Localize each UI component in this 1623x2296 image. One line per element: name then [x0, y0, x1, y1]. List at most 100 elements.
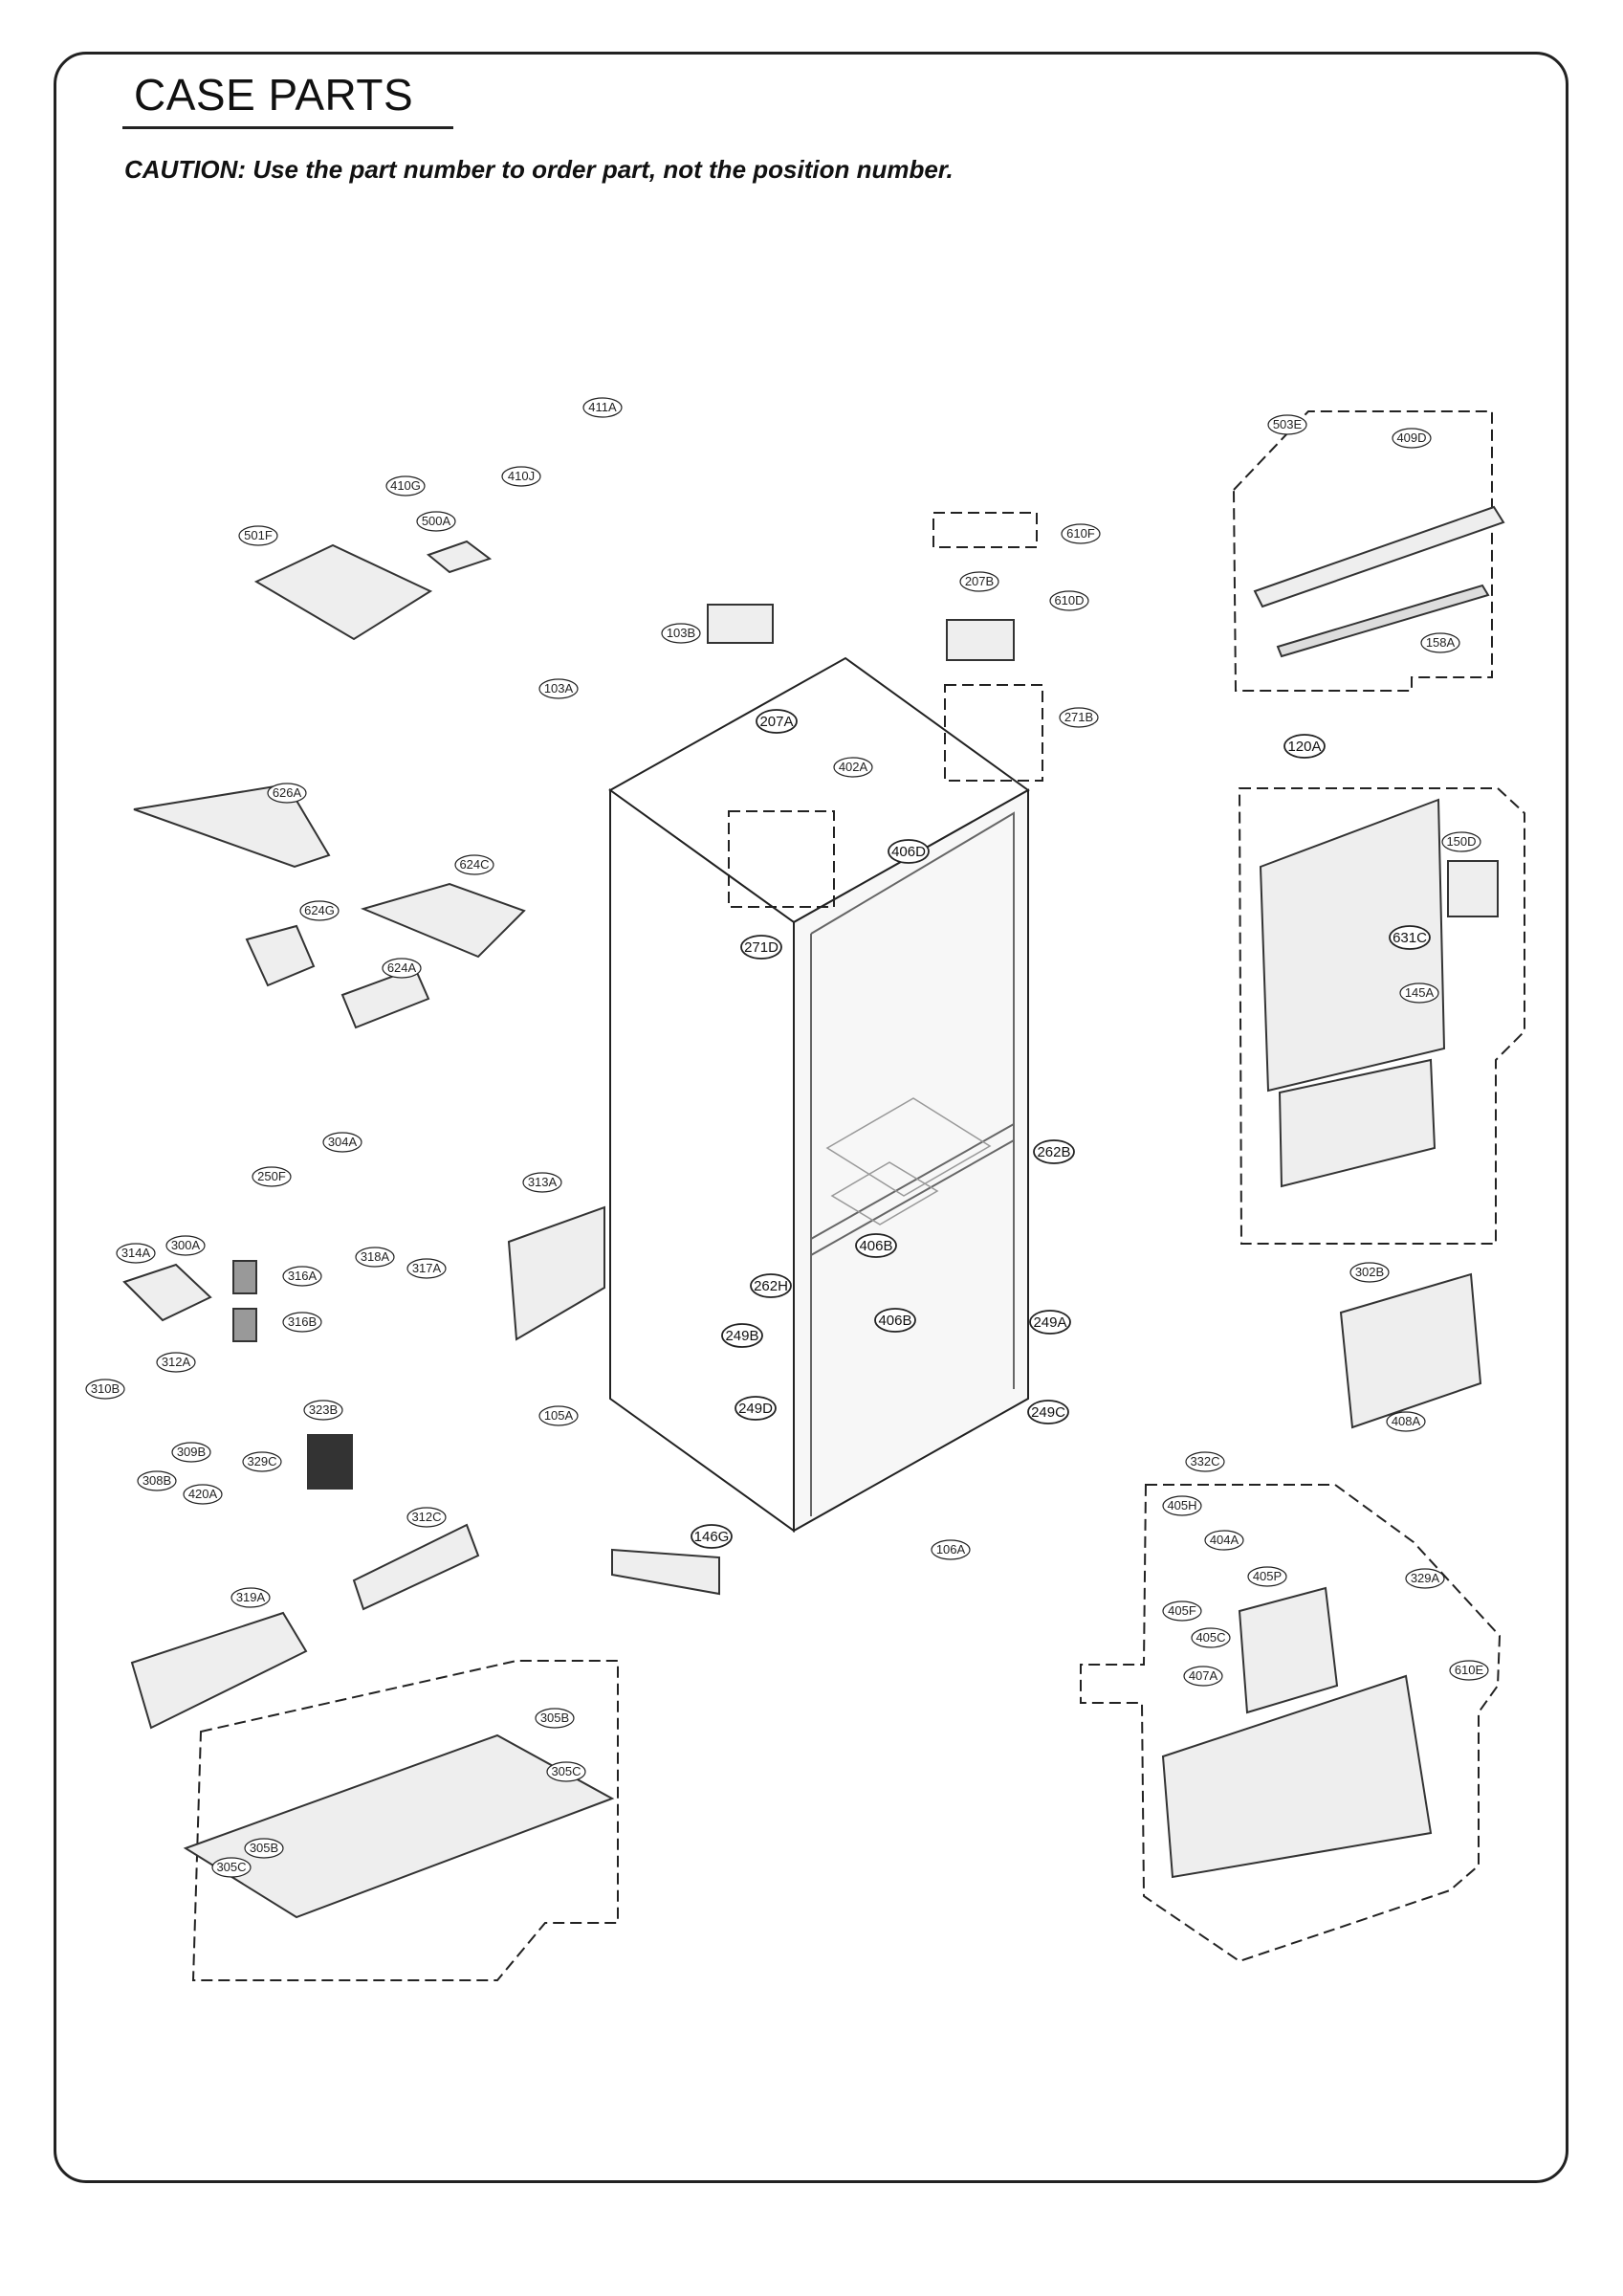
- callout-label: 305C: [551, 1764, 581, 1778]
- callout-bubble: [740, 935, 782, 960]
- callout-bubble: [538, 1405, 579, 1426]
- evap-cover-part: [1161, 1674, 1433, 1879]
- callout-bubble: [1061, 523, 1101, 544]
- cover-block-part: [707, 604, 774, 644]
- callout-305b-1: 305B: [535, 1708, 575, 1729]
- callout-label: 314A: [121, 1246, 151, 1260]
- callout-bubble: [721, 1323, 763, 1348]
- callout-305c-2: 305C: [211, 1857, 252, 1878]
- callout-bubble: [855, 1233, 897, 1258]
- callout-bubble: [1283, 734, 1326, 759]
- callout-305c-1: 305C: [546, 1761, 586, 1782]
- callout-bubble: [416, 511, 456, 532]
- callout-label: 150D: [1446, 834, 1476, 849]
- callout-305b-2: 305B: [244, 1838, 284, 1859]
- callout-410j: 410J: [501, 466, 541, 487]
- callout-label: 308B: [143, 1473, 171, 1488]
- callout-103a: 103A: [538, 678, 579, 699]
- callout-304a: 304A: [322, 1132, 362, 1153]
- callout-label: 404A: [1210, 1533, 1239, 1547]
- callout-label: 407A: [1189, 1668, 1218, 1683]
- callout-label: 249C: [1031, 1404, 1065, 1421]
- callout-label: 310B: [91, 1381, 120, 1396]
- callout-label: 312A: [162, 1355, 191, 1369]
- callout-bubble: [137, 1470, 177, 1491]
- callout-bubble: [171, 1442, 211, 1463]
- callout-label: 410J: [508, 469, 535, 483]
- callout-label: 300A: [171, 1238, 201, 1252]
- callout-bubble: [1386, 1411, 1426, 1432]
- callout-bubble: [756, 709, 798, 734]
- callout-249d: 249D: [735, 1396, 777, 1421]
- callout-312a: 312A: [156, 1352, 196, 1373]
- callout-label: 402A: [839, 760, 868, 774]
- callout-bubble: [1399, 982, 1439, 1004]
- callout-bubble: [931, 1539, 971, 1560]
- callout-label: 329C: [247, 1454, 276, 1468]
- callout-label: 405C: [1195, 1630, 1225, 1645]
- callout-bubble: [165, 1235, 206, 1256]
- callout-249b: 249B: [721, 1323, 763, 1348]
- callout-bubble: [1029, 1310, 1071, 1335]
- callout-407a: 407A: [1183, 1666, 1223, 1687]
- callout-610e: 610E: [1449, 1660, 1489, 1681]
- callout-bubble: [535, 1708, 575, 1729]
- callout-label: 250F: [257, 1169, 286, 1183]
- callout-label: 406D: [891, 844, 926, 860]
- callout-label: 305B: [540, 1711, 569, 1725]
- callout-label: 323B: [309, 1402, 338, 1417]
- callout-bubble: [1185, 1451, 1225, 1472]
- callout-bubble: [406, 1258, 447, 1279]
- label-plate-b: [232, 1308, 257, 1342]
- callout-label: 610D: [1054, 593, 1084, 607]
- callout-bubble: [454, 854, 494, 875]
- callout-label: 309B: [177, 1445, 206, 1459]
- callout-label: 120A: [1287, 739, 1321, 755]
- callout-label: 145A: [1405, 985, 1435, 1000]
- callout-406b-1: 406B: [855, 1233, 897, 1258]
- callout-bubble: [211, 1857, 252, 1878]
- callout-bubble: [1049, 590, 1089, 611]
- callout-label: 105A: [544, 1408, 574, 1423]
- callout-bubble: [691, 1524, 733, 1549]
- callout-bubble: [156, 1352, 196, 1373]
- callout-label: 312C: [411, 1510, 441, 1524]
- callout-label: 249D: [738, 1401, 773, 1417]
- callout-402a: 402A: [833, 757, 873, 778]
- callout-bubble: [888, 839, 930, 864]
- callout-329c: 329C: [242, 1451, 282, 1472]
- callout-106a: 106A: [931, 1539, 971, 1560]
- callout-250f: 250F: [252, 1166, 292, 1187]
- callout-610f: 610F: [1061, 523, 1101, 544]
- callout-label: 305B: [250, 1841, 278, 1855]
- page-title: CASE PARTS: [134, 70, 414, 120]
- tray-part: [360, 882, 526, 959]
- callout-label: 158A: [1426, 635, 1456, 650]
- callout-bubble: [735, 1396, 777, 1421]
- callout-610d: 610D: [1049, 590, 1089, 611]
- callout-label: 420A: [188, 1487, 218, 1501]
- callout-label: 501F: [244, 528, 273, 542]
- callout-bubble: [85, 1379, 125, 1400]
- callout-150d: 150D: [1441, 831, 1481, 852]
- callout-410g: 410G: [385, 475, 426, 497]
- callout-label: 103A: [544, 681, 574, 695]
- callout-label: 207A: [759, 714, 793, 730]
- callout-631c: 631C: [1389, 925, 1431, 950]
- callout-300a: 300A: [165, 1235, 206, 1256]
- callout-bubble: [238, 525, 278, 546]
- base-plate-part: [183, 1733, 615, 1919]
- callout-323b: 323B: [303, 1400, 343, 1421]
- callout-label: 610F: [1066, 526, 1095, 541]
- group-outlines: [191, 410, 1525, 1981]
- callout-label: 406B: [878, 1313, 911, 1329]
- callout-249a: 249A: [1029, 1310, 1071, 1335]
- page-border: [54, 52, 1568, 2183]
- callout-314a: 314A: [116, 1243, 156, 1264]
- callout-label: 249A: [1033, 1314, 1066, 1331]
- callout-158a: 158A: [1420, 632, 1460, 653]
- assembly-part: [245, 924, 316, 987]
- fan-part: [611, 1548, 720, 1596]
